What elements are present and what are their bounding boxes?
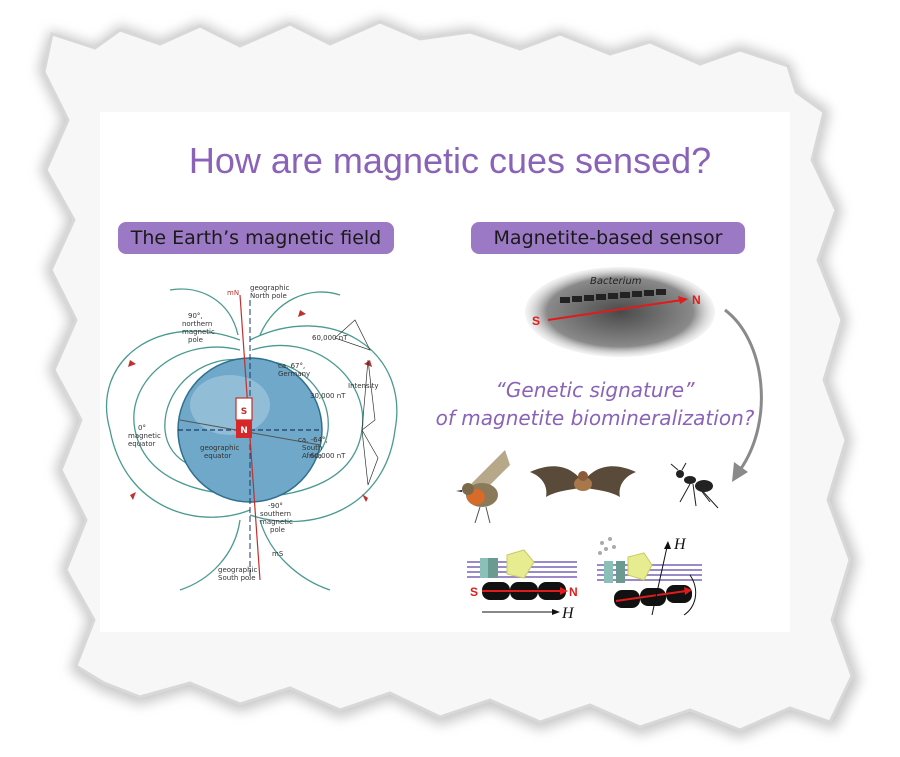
curved-arrow [724,308,763,482]
svg-text:S: S [532,314,540,328]
svg-text:mN: mN [227,289,239,297]
receptor-model-right: H [597,536,702,616]
svg-text:ca. 67°,: ca. 67°, [278,362,305,370]
svg-text:pole: pole [188,336,203,344]
svg-text:geographic: geographic [218,566,257,574]
page-title: How are magnetic cues sensed? [188,140,712,181]
svg-text:0°: 0° [138,424,146,432]
svg-text:30,000 nT: 30,000 nT [310,392,346,400]
svg-text:South: South [302,444,322,452]
question-line-1: “Genetic signature” [495,378,695,402]
svg-text:magnetic: magnetic [128,432,161,440]
earth-field-heading: The Earth’s magnetic field [118,222,394,254]
bat-image [530,466,636,497]
svg-text:H: H [561,605,575,620]
question-line-2: of magnetite biomineralization? [435,406,755,430]
field-arrows [128,310,372,502]
svg-text:ca. -64°,: ca. -64°, [298,436,328,444]
svg-text:magnetic: magnetic [260,518,293,526]
svg-text:South pole: South pole [218,574,256,582]
bar-magnet-icon: S N [235,397,253,438]
svg-text:60,000 nT: 60,000 nT [312,334,348,342]
svg-text:90°,: 90°, [188,312,203,320]
svg-text:northern: northern [182,320,212,328]
svg-text:geographic: geographic [250,284,289,292]
svg-text:Intensity: Intensity [348,382,378,390]
magnetosome-chain [560,289,666,303]
svg-text:S: S [241,407,247,417]
robin-bird-image [456,450,510,524]
intensity-wedges [334,319,379,486]
bacterium-image: Bacterium S N [525,267,715,357]
svg-text:North pole: North pole [250,292,287,300]
receptor-model-left: S N H [467,549,578,620]
svg-text:geographic: geographic [200,444,239,452]
svg-text:southern: southern [260,510,291,518]
svg-text:S: S [470,585,478,599]
svg-text:Germany: Germany [278,370,310,378]
magnetite-sensor-heading: Magnetite-based sensor [471,222,745,254]
svg-text:-90°: -90° [268,502,283,510]
bacterium-label: Bacterium [590,276,642,287]
svg-text:60,000 nT: 60,000 nT [310,452,346,460]
svg-text:N: N [569,585,578,599]
svg-text:N: N [240,426,248,436]
svg-text:H: H [673,536,687,553]
svg-text:equator: equator [204,452,232,460]
svg-text:pole: pole [270,526,285,534]
svg-text:N: N [692,293,701,307]
ant-image [670,462,719,509]
svg-text:Africa: Africa [302,452,322,460]
earth-field-diagram: S N mN geographic North pole 90°, northe… [105,284,398,591]
svg-text:magnetic: magnetic [182,328,215,336]
svg-text:mS: mS [272,550,284,558]
svg-text:equator: equator [128,440,156,448]
